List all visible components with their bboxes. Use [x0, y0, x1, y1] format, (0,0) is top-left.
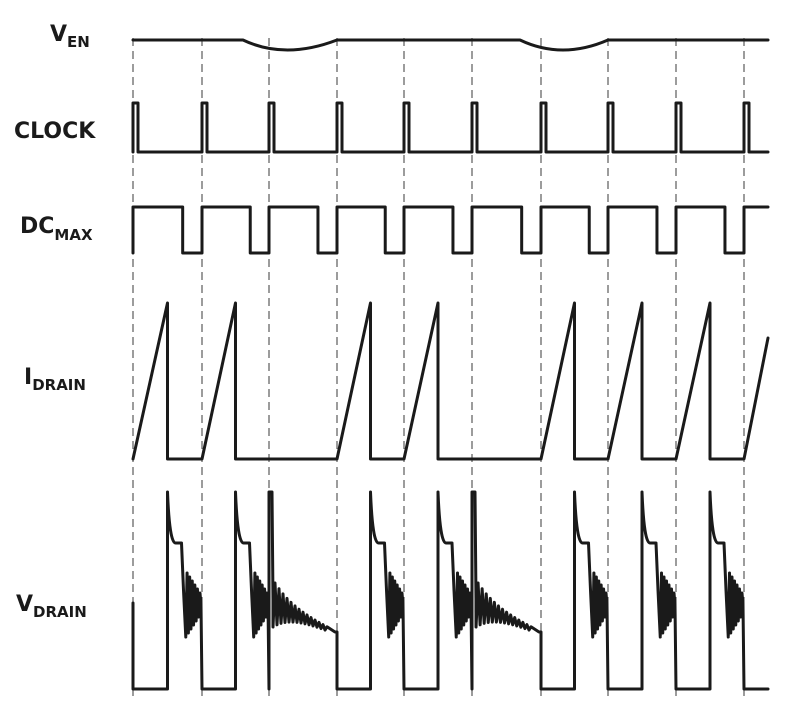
label-v-en-sub: EN — [67, 33, 90, 51]
v-en-waveform — [131, 38, 770, 52]
label-i-drain: IDRAIN — [24, 365, 86, 394]
label-v-drain-main: V — [16, 592, 33, 617]
label-clock: CLOCK — [14, 119, 96, 144]
label-v-en: VEN — [50, 22, 90, 51]
clock-waveform — [131, 101, 770, 154]
label-dc-max-main: DC — [20, 214, 54, 239]
label-dc-max: DCMAX — [20, 214, 93, 244]
label-i-drain-sub: DRAIN — [32, 376, 86, 394]
dc-max-waveform — [131, 205, 770, 255]
label-dc-max-sub: MAX — [54, 226, 93, 244]
label-v-drain: VDRAIN — [16, 592, 87, 621]
i-drain-waveform — [131, 301, 770, 461]
label-v-drain-sub: DRAIN — [33, 603, 87, 621]
v-drain-waveform — [131, 490, 770, 691]
label-i-drain-main: I — [24, 365, 32, 390]
label-v-en-main: V — [50, 22, 67, 47]
